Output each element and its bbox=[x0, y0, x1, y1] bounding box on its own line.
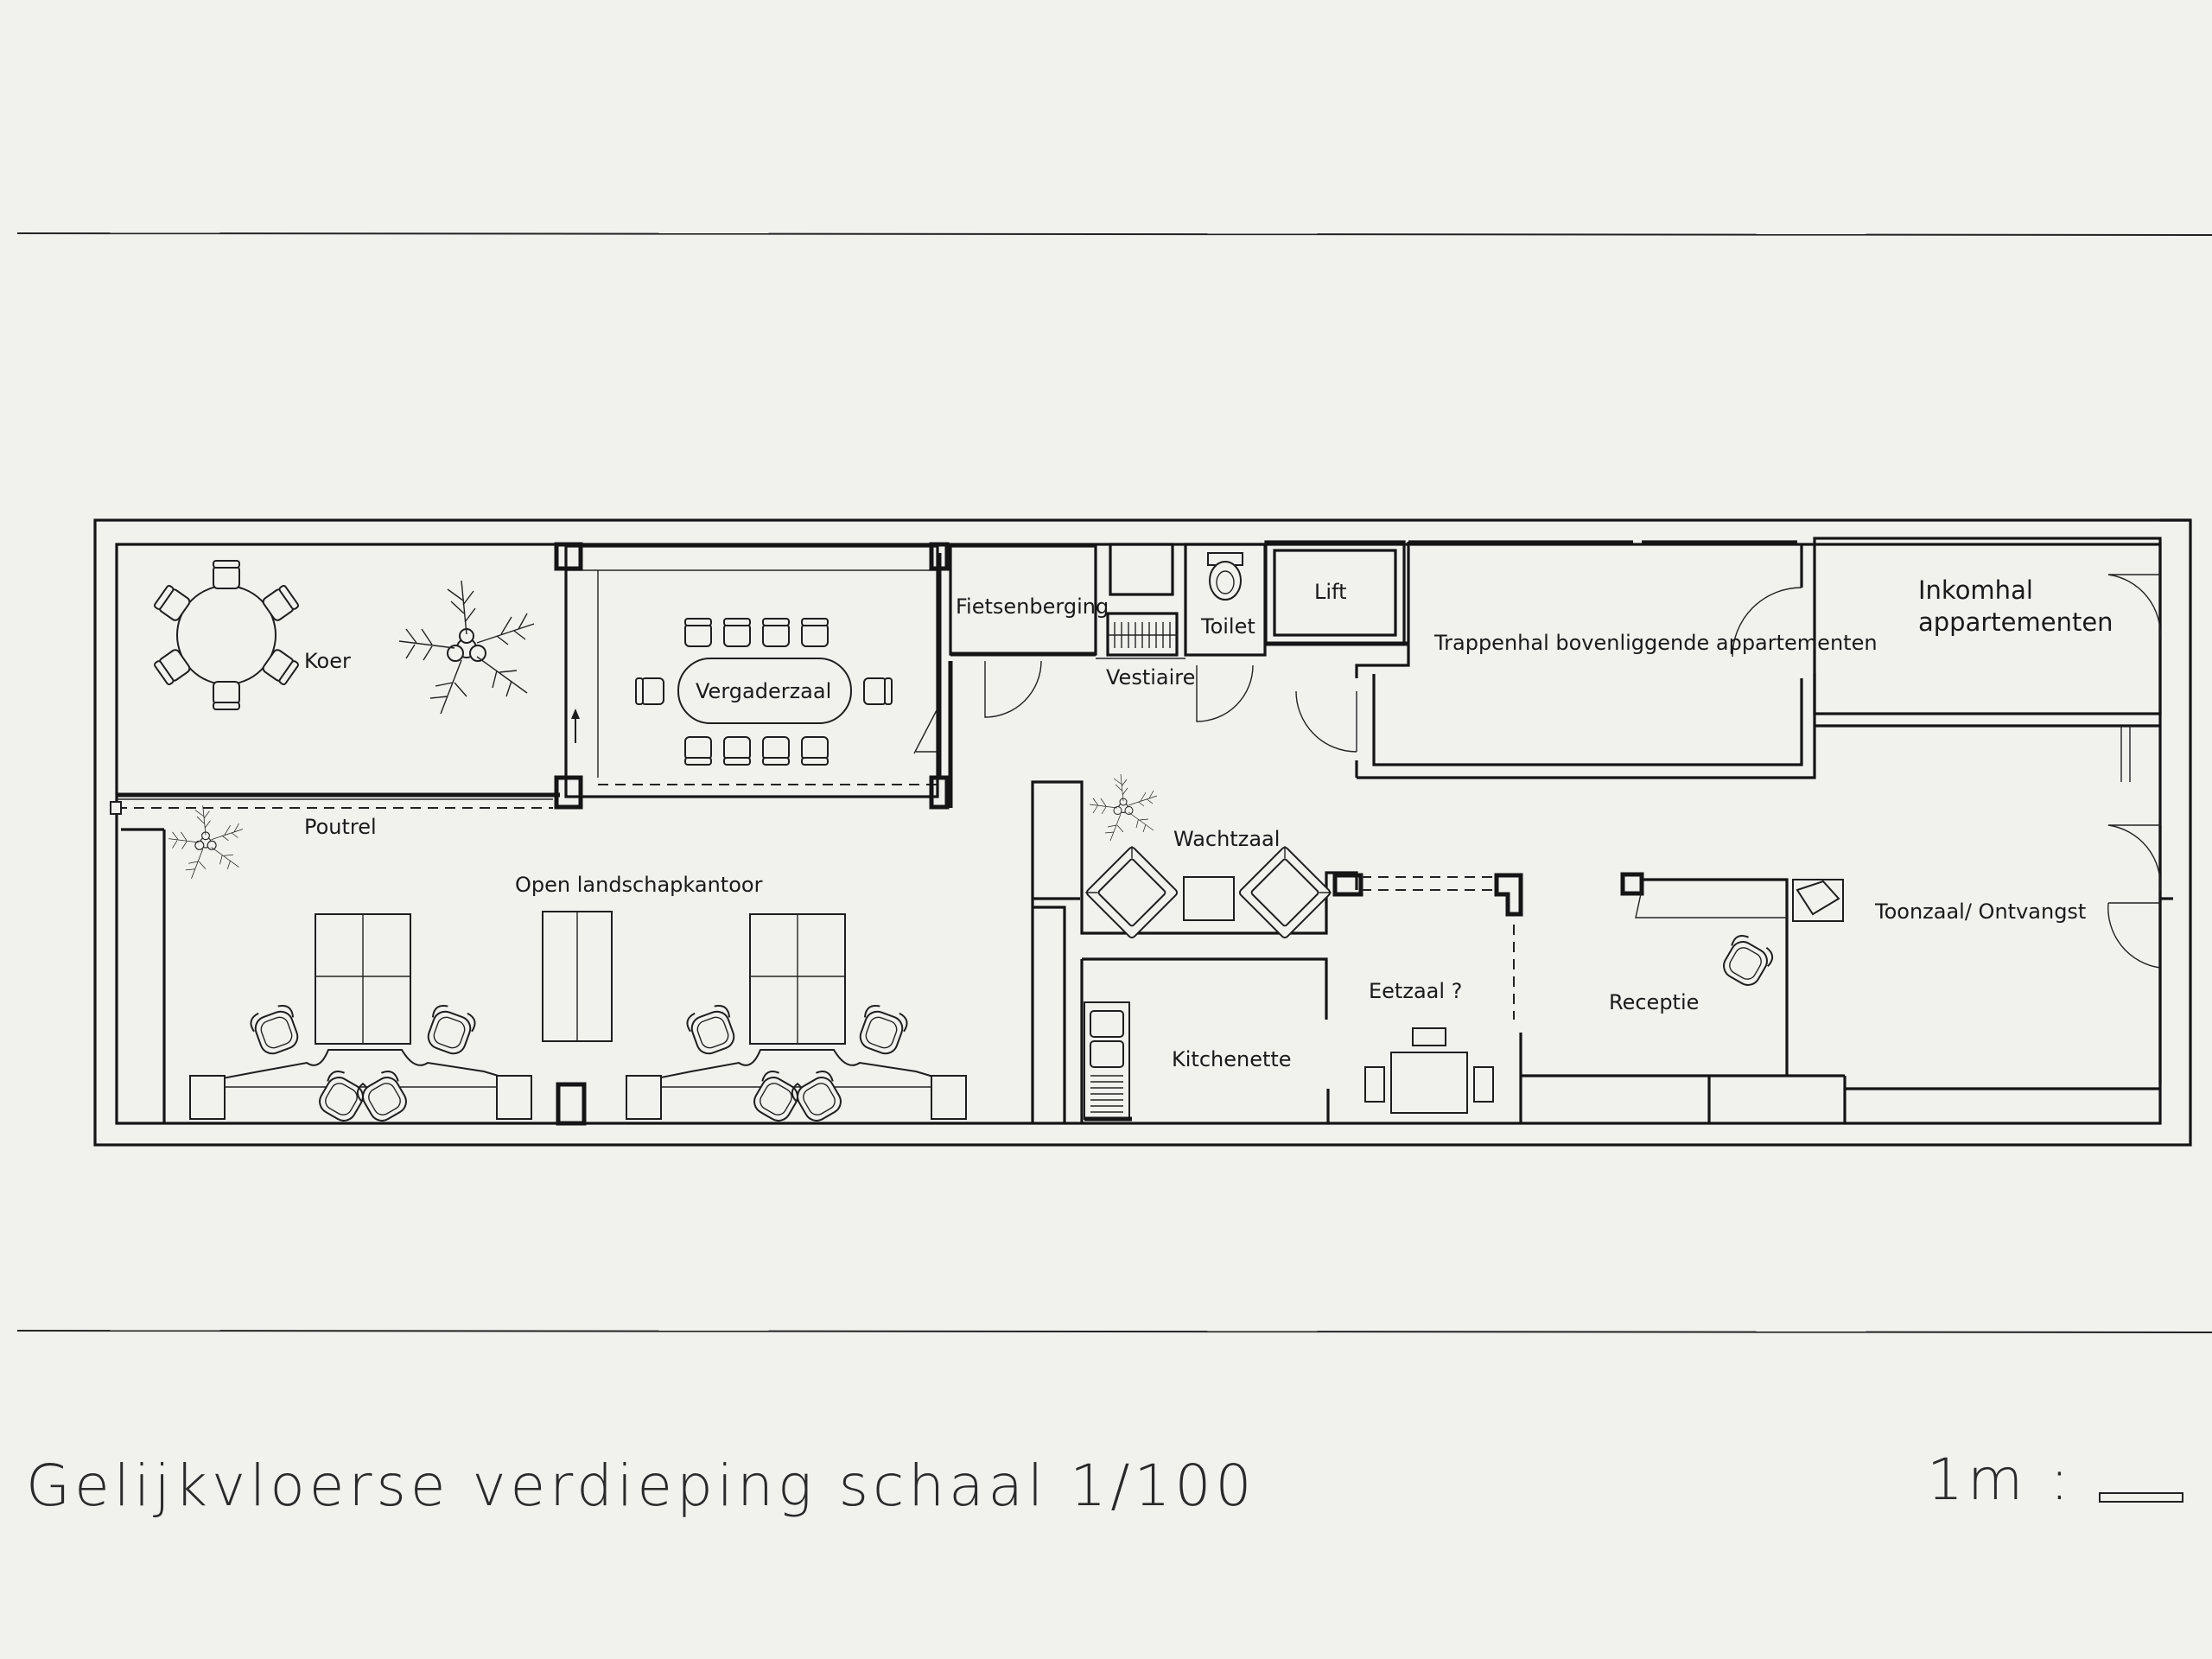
meeting-table bbox=[677, 658, 852, 724]
round-table bbox=[176, 585, 276, 685]
trappenhal-area bbox=[1295, 540, 1816, 779]
wachtzaal-label: Wachtzaal bbox=[1173, 827, 1280, 851]
sheet-border-top bbox=[16, 232, 2212, 236]
outer-wall bbox=[93, 518, 2192, 1147]
toilet-room bbox=[1184, 543, 1267, 722]
receptie-area bbox=[1521, 872, 1847, 1123]
vestiaire-area bbox=[1096, 543, 1185, 659]
lift-room bbox=[1264, 540, 1408, 646]
vergaderzaal-room bbox=[554, 542, 950, 810]
dining-table bbox=[1390, 1052, 1468, 1114]
kitchenette-area bbox=[1080, 957, 1330, 1123]
wachtzaal-area bbox=[1031, 773, 1358, 1123]
inkomhal-label-line2: appartementen bbox=[1918, 607, 2113, 637]
toonzaal-area bbox=[1845, 726, 2173, 1090]
sheet-border-bottom bbox=[16, 1330, 2212, 1333]
fietsenberging-room bbox=[948, 544, 1097, 808]
koer-area bbox=[110, 560, 553, 815]
toonzaal-label: Toonzaal/ Ontvangst bbox=[1874, 899, 2086, 924]
open-kantoor-area bbox=[121, 804, 967, 1128]
vergaderzaal-label: Vergaderzaal bbox=[696, 679, 831, 703]
koer-label: Koer bbox=[304, 649, 351, 673]
vestiaire-label: Vestiaire bbox=[1106, 665, 1195, 690]
scale-label: 1m : bbox=[1927, 1446, 2074, 1513]
poutrel-label: Poutrel bbox=[304, 815, 377, 839]
plant-icon bbox=[398, 580, 535, 715]
trappenhal-label: Trappenhal bovenliggende appartementen bbox=[1433, 631, 1878, 655]
inkomhal-label-line1: Inkomhal bbox=[1918, 575, 2033, 605]
receptie-label: Receptie bbox=[1609, 990, 1699, 1014]
inkomhal-area bbox=[1813, 537, 2162, 782]
drawing-title: Gelijkvloerse verdieping schaal 1/100 bbox=[26, 1452, 1256, 1519]
open-kantoor-label: Open landschapkantoor bbox=[515, 873, 763, 897]
toilet-label: Toilet bbox=[1200, 614, 1255, 639]
lift-label: Lift bbox=[1314, 580, 1346, 604]
plant-icon bbox=[1089, 773, 1158, 842]
fietsenberging-label: Fietsenberging bbox=[956, 594, 1109, 619]
kitchenette-label: Kitchenette bbox=[1172, 1047, 1292, 1071]
eetzaal-area bbox=[1332, 873, 1523, 1123]
eetzaal-label: Eetzaal ? bbox=[1369, 979, 1462, 1003]
scale-bar bbox=[2099, 1492, 2183, 1503]
plant-icon bbox=[168, 804, 244, 880]
